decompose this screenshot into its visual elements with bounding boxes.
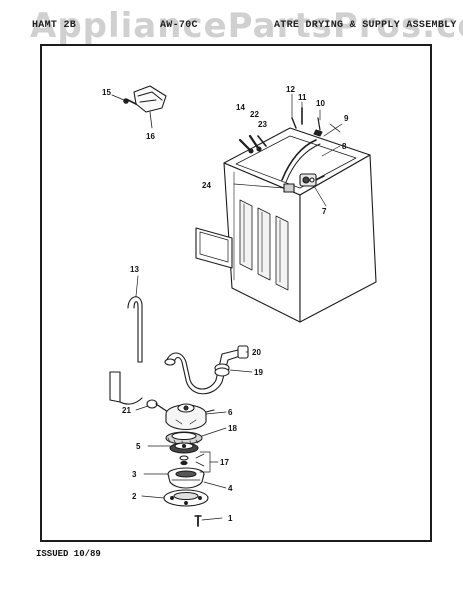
diagram-title: ATRE DRYING & SUPPLY ASSEMBLY bbox=[274, 20, 457, 31]
callout-13: 13 bbox=[130, 265, 139, 274]
callout-14: 14 bbox=[236, 103, 245, 112]
callout-2: 2 bbox=[132, 492, 137, 501]
hose-20 bbox=[164, 345, 249, 395]
pulley-5 bbox=[169, 442, 199, 454]
callout-7: 7 bbox=[322, 207, 327, 216]
washer-cabinet bbox=[195, 127, 377, 323]
callout-17: 17 bbox=[220, 458, 229, 467]
hardware-9-12 bbox=[291, 107, 341, 137]
callout-15: 15 bbox=[102, 88, 111, 97]
callout-20: 20 bbox=[252, 348, 261, 357]
callout-21: 21 bbox=[122, 406, 131, 415]
callout-12: 12 bbox=[286, 85, 295, 94]
hose-13 bbox=[109, 296, 143, 405]
callout-22: 22 bbox=[250, 110, 259, 119]
callout-5: 5 bbox=[136, 442, 141, 451]
diagram-header: HAMT 2B AW-70C ATRE DRYING & SUPPLY ASSE… bbox=[32, 18, 456, 36]
callout-8: 8 bbox=[342, 142, 347, 151]
screw-1 bbox=[194, 515, 202, 527]
callout-1: 1 bbox=[228, 514, 233, 523]
clamp-21 bbox=[146, 399, 169, 413]
base-2 bbox=[163, 489, 209, 507]
model-number: HAMT 2B bbox=[32, 20, 77, 31]
housing-3-4 bbox=[167, 467, 205, 489]
screws-14-22-23 bbox=[238, 134, 267, 154]
callout-19: 19 bbox=[254, 368, 263, 377]
pump-6 bbox=[165, 403, 215, 431]
callout-11: 11 bbox=[298, 93, 307, 102]
diagram-code: AW-70C bbox=[160, 20, 198, 31]
diagram-frame bbox=[40, 44, 432, 542]
callout-16: 16 bbox=[146, 132, 155, 141]
gear-18 bbox=[165, 431, 203, 446]
callout-24: 24 bbox=[202, 181, 211, 190]
callout-3: 3 bbox=[132, 470, 137, 479]
leader-lines bbox=[135, 93, 343, 521]
callout-6: 6 bbox=[228, 408, 233, 417]
callout-9: 9 bbox=[344, 114, 349, 123]
issued-date: ISSUED 10/89 bbox=[36, 549, 101, 559]
callout-10: 10 bbox=[316, 99, 325, 108]
callout-labels: 1 2 3 4 5 6 7 8 9 10 11 12 13 14 15 16 1… bbox=[102, 85, 349, 523]
callout-23: 23 bbox=[258, 120, 267, 129]
callout-4: 4 bbox=[228, 484, 233, 493]
seals-17 bbox=[179, 453, 205, 467]
clamp-19 bbox=[214, 363, 230, 377]
callout-18: 18 bbox=[228, 424, 237, 433]
bracket-part-16 bbox=[111, 85, 167, 129]
